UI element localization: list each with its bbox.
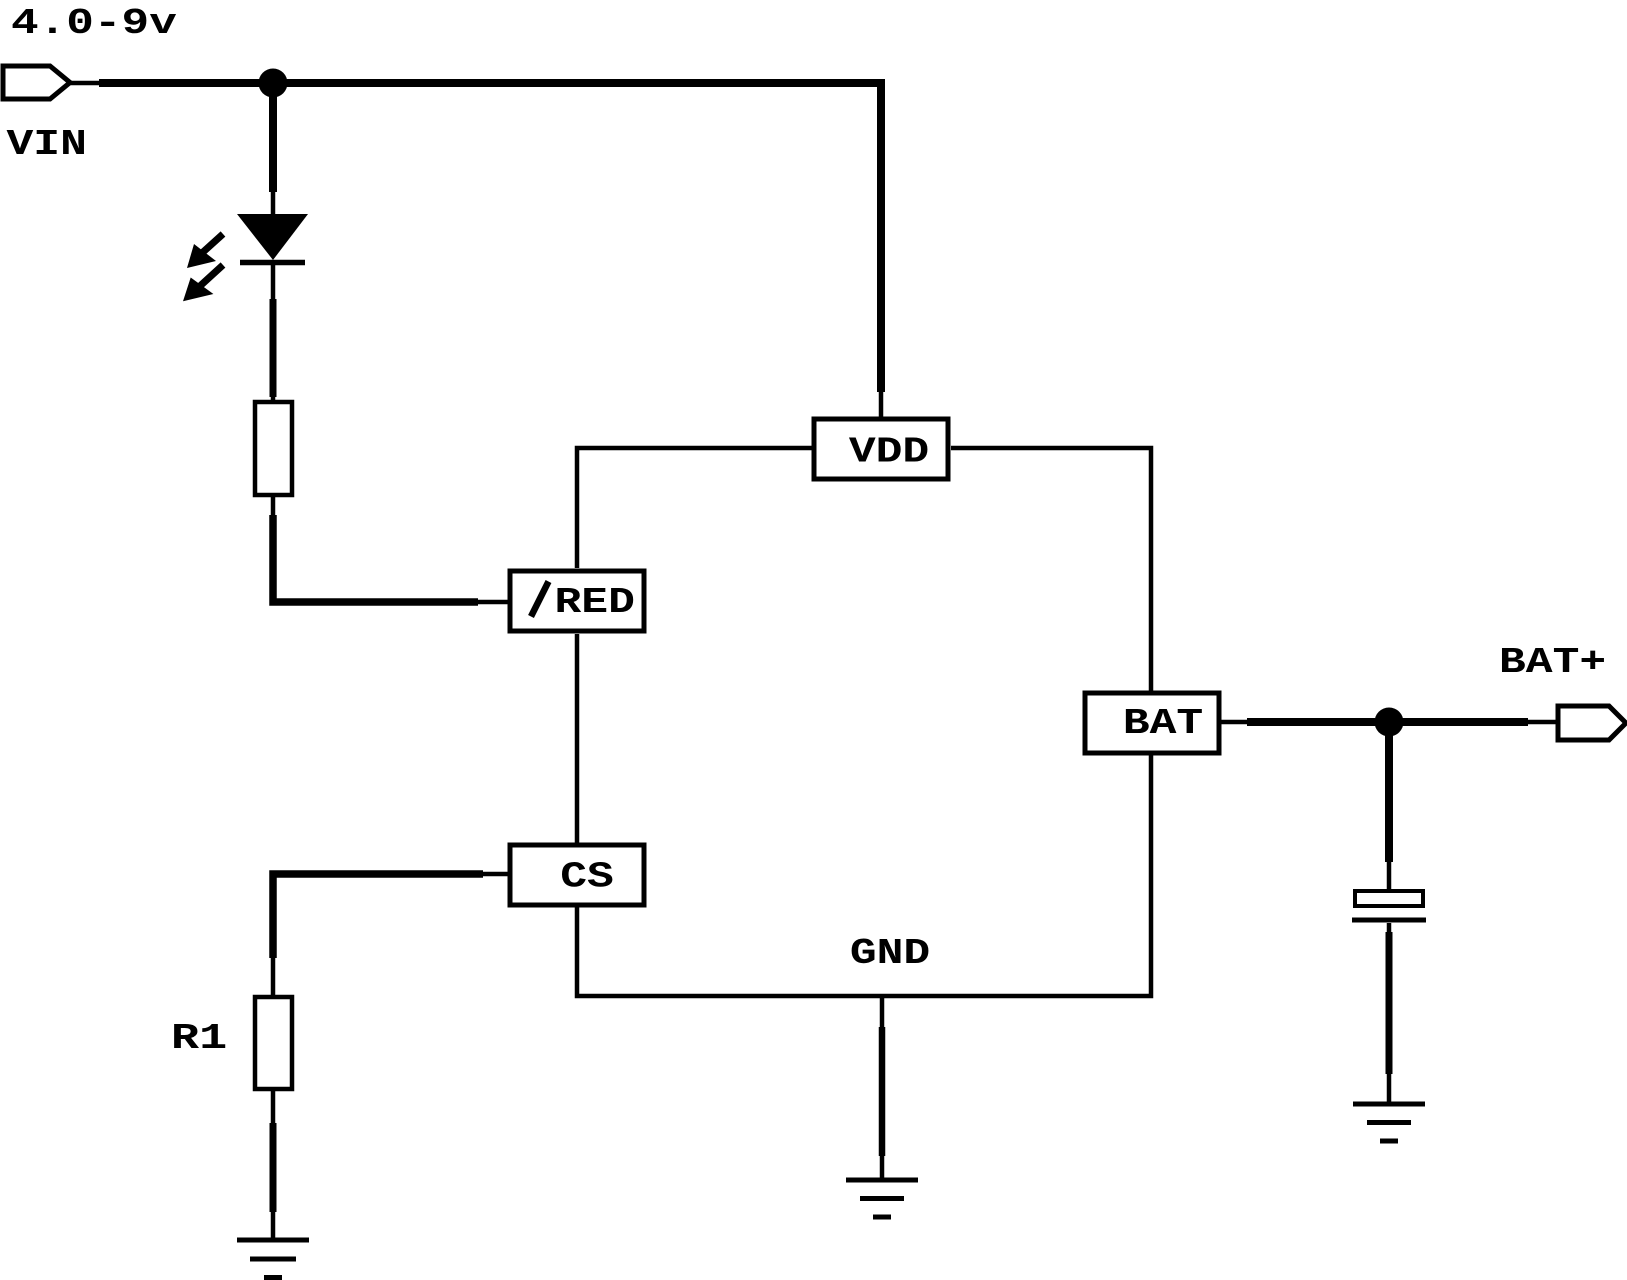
svg-text:4.0-9v: 4.0-9v — [11, 4, 177, 44]
svg-text:GND: GND — [850, 934, 930, 975]
svg-text:BAT: BAT — [1123, 704, 1203, 745]
svg-text:R1: R1 — [171, 1018, 227, 1059]
svg-text:RED: RED — [555, 583, 635, 624]
svg-text:VIN: VIN — [7, 125, 87, 166]
svg-text:BAT+: BAT+ — [1499, 643, 1606, 684]
svg-text:CS: CS — [560, 857, 614, 898]
svg-text:VDD: VDD — [849, 432, 929, 473]
